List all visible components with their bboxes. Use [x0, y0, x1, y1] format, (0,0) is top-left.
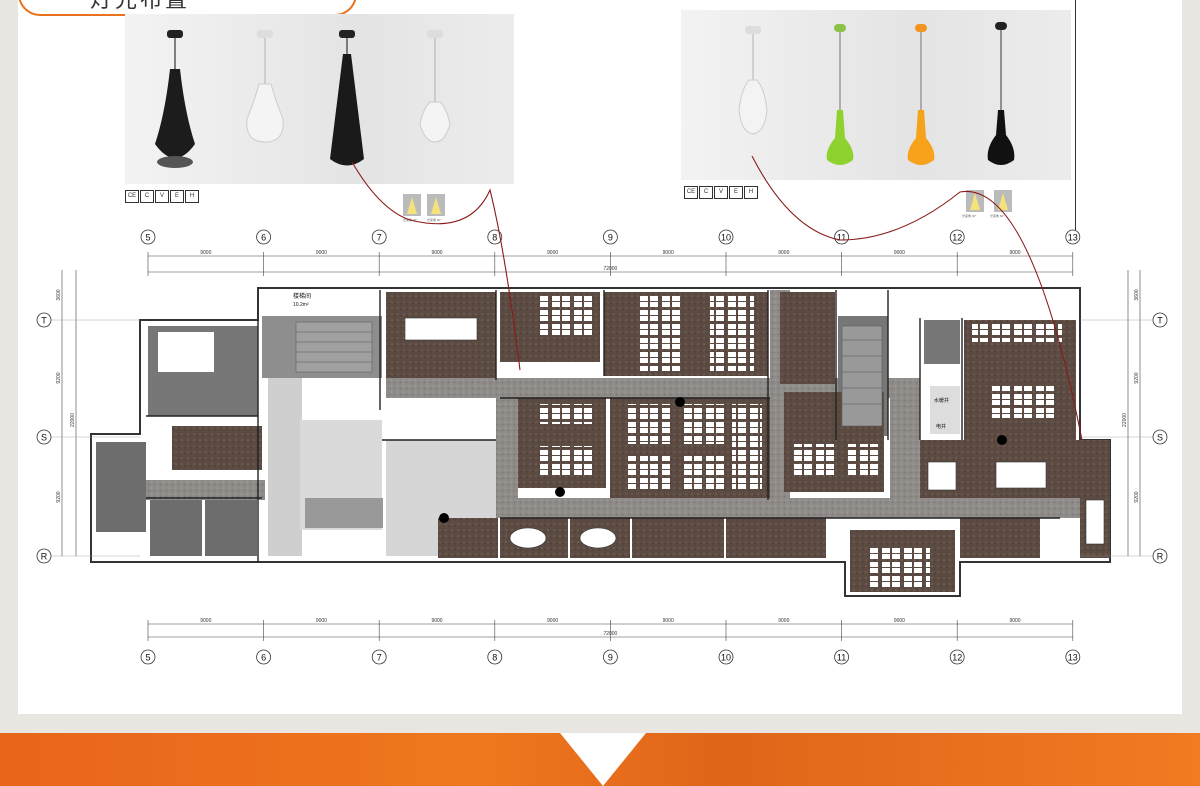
beam-angle-icon — [966, 190, 984, 212]
dimension-label: 9000 — [778, 618, 789, 624]
lamp-photo-left — [125, 14, 514, 184]
grid-axis-bubble: 8 — [487, 649, 503, 665]
grid-axis-label: 12 — [952, 653, 962, 663]
dimension-label: 3600 — [1134, 289, 1140, 300]
grid-axis-bubble: 7 — [371, 229, 387, 245]
grid-axis-label: T — [41, 316, 47, 326]
grid-axis-label: 10 — [721, 233, 731, 243]
grid-axis-bubble: S — [36, 429, 52, 445]
grid-axis-bubble: 10 — [718, 649, 734, 665]
grid-axis-label: 7 — [377, 653, 382, 663]
dimension-label: 9000 — [200, 618, 211, 624]
grid-axis-label: 8 — [492, 653, 497, 663]
grid-axis-bubble: 9 — [603, 229, 618, 245]
grid-axis-bubble: 11 — [834, 229, 849, 245]
dimension-label: 9000 — [431, 618, 442, 624]
grid-axis-label: T — [1157, 316, 1163, 326]
grid-axis-bubble: 9 — [603, 649, 618, 665]
room-label: 7.8m² — [855, 304, 868, 310]
grid-axis-bubble: 11 — [834, 649, 849, 665]
room-label: 水暖井 — [934, 397, 949, 404]
dimension-label: 9000 — [894, 618, 905, 624]
dimension-label: 3600 — [56, 289, 62, 300]
grid-axis-bubble: 13 — [1065, 229, 1081, 245]
grid-axis-bubble: 13 — [1065, 649, 1081, 665]
dimension-label: 9000 — [547, 250, 558, 256]
grid-axis-label: 5 — [145, 233, 150, 243]
dimension-total: 72000 — [603, 631, 617, 637]
grid-axis-label: 9 — [608, 653, 613, 663]
grid-axis-label: S — [1157, 433, 1163, 443]
beam-angle-icon — [403, 194, 421, 216]
pendant-light-markers — [439, 397, 1007, 523]
grid-axis-bubble: S — [1152, 429, 1168, 445]
grid-axis-bubble: 10 — [718, 229, 734, 245]
beam-angle-icon — [994, 190, 1012, 212]
floor-plan: 楼梯间 10.2m² 网络机房 7.8m² 水暖井 电井 9000 9000 900… — [36, 155, 1168, 665]
grid-axis-bubble: T — [1152, 312, 1168, 328]
grid-axis-label: 11 — [837, 233, 846, 243]
grid-axis-bubble: 8 — [487, 229, 503, 245]
grid-axis-label: S — [41, 433, 47, 443]
dimension-label: 9000 — [200, 250, 211, 256]
dimension-label: 9000 — [778, 250, 789, 256]
dimension-label: 9000 — [547, 618, 558, 624]
dimension-label: 9000 — [1009, 250, 1020, 256]
dimension-label: 9200 — [56, 491, 62, 502]
dimension-label: 9000 — [663, 618, 674, 624]
grid-axis-label: 6 — [261, 653, 266, 663]
grid-axis-label: 10 — [721, 653, 731, 663]
dimension-label: 9000 — [316, 250, 327, 256]
grid-axis-label: 13 — [1068, 233, 1078, 243]
grid-axis-label: 9 — [608, 233, 613, 243]
dimension-label: 9000 — [1009, 618, 1020, 624]
dimension-label: 9200 — [1134, 491, 1140, 502]
dimension-total: 22000 — [1122, 413, 1128, 427]
grid-axis-bubble: 6 — [256, 229, 272, 245]
grid-axis-bubble: 5 — [140, 649, 156, 665]
beam-angle-icon — [427, 194, 445, 216]
grid-axis-label: 6 — [261, 233, 266, 243]
dimension-label: 9200 — [1134, 372, 1140, 383]
grid-axis-bubble: 6 — [256, 649, 272, 665]
room-label: 楼梯间 — [293, 292, 311, 300]
dimension-total: 72000 — [603, 266, 617, 272]
beam-label: 光束角 60° — [990, 214, 1005, 218]
grid-axis-bubble: R — [36, 548, 52, 564]
lamp-leader-wires — [351, 155, 1083, 441]
dimension-total: 22000 — [70, 413, 76, 427]
grid-axis-bubble: 12 — [949, 649, 965, 665]
dimension-label: 9000 — [316, 618, 327, 624]
room-label: 电井 — [936, 423, 946, 430]
dimension-label: 9200 — [56, 372, 62, 383]
grid-axis-label: R — [1157, 552, 1164, 562]
footer-notch — [0, 714, 1200, 786]
pendant-lamps-right — [738, 22, 1015, 165]
pendant-lamps-left — [155, 30, 451, 168]
grid-axis-bubble: R — [1152, 548, 1168, 564]
dimension-label: 9000 — [894, 250, 905, 256]
grid-axis-label: 7 — [377, 233, 382, 243]
grid-axis-label: 11 — [837, 653, 846, 663]
grid-axis-label: 8 — [492, 233, 497, 243]
dimension-label: 9000 — [663, 250, 674, 256]
grid-axis-label: R — [41, 552, 48, 562]
grid-axis-label: 12 — [952, 233, 962, 243]
grid-axis-bubble: 5 — [140, 229, 156, 245]
room-label: 10.2m² — [293, 302, 309, 308]
dimension-label: 9000 — [431, 250, 442, 256]
photo-divider-line — [1075, 0, 1076, 230]
lamp-photo-right — [681, 10, 1071, 180]
grid-axis-label: 13 — [1068, 653, 1078, 663]
room-label: 网络机房 — [853, 294, 877, 302]
beam-label: 光束角 30° — [962, 214, 977, 218]
grid-axis-bubble: 12 — [949, 229, 965, 245]
grid-axis-bubble: T — [36, 312, 52, 328]
beam-label: 光束角 60° — [427, 218, 442, 222]
page-title: 灯光布置 — [90, 0, 191, 13]
grid-axis-label: 5 — [145, 653, 150, 663]
grid-axis-bubble: 7 — [371, 649, 387, 665]
